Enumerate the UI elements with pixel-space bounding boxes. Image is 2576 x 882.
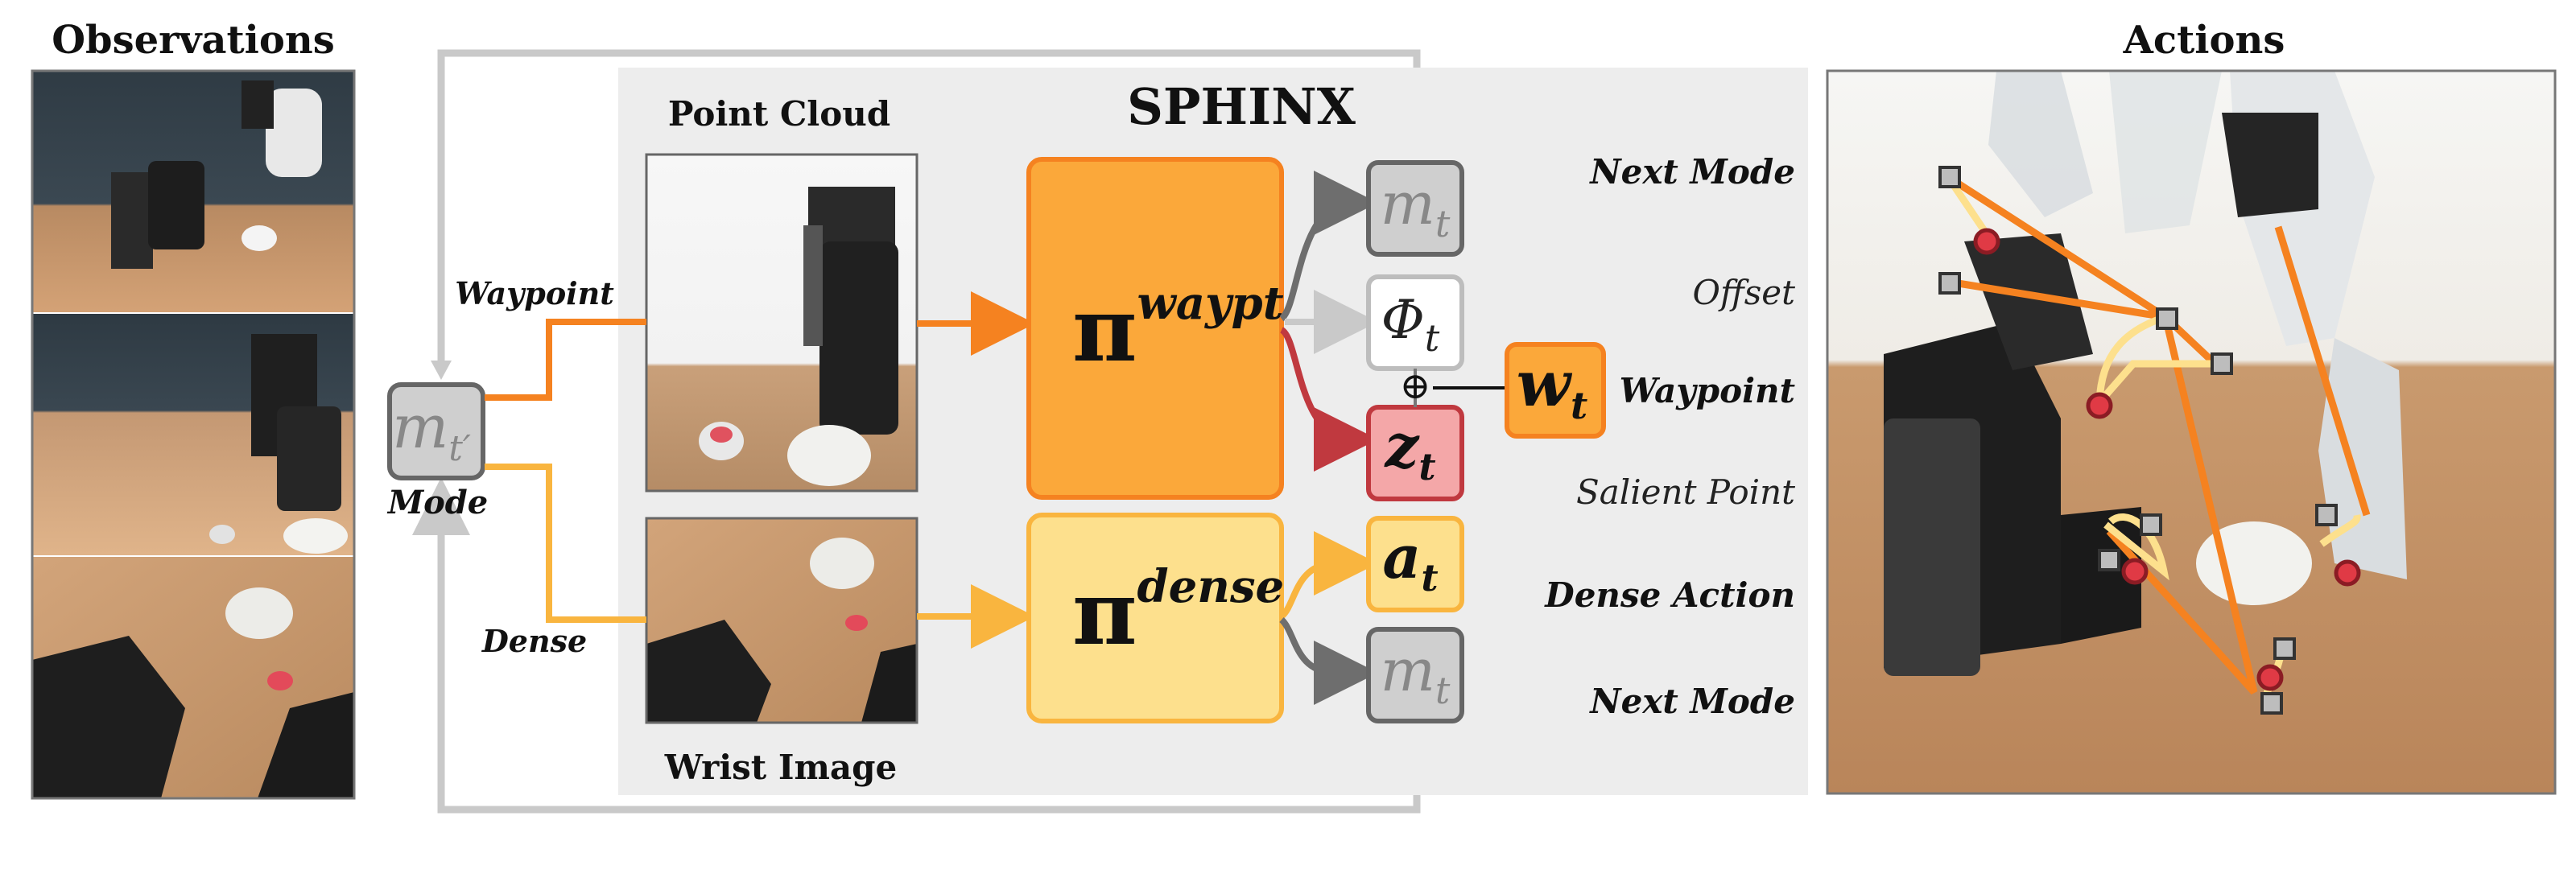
waypoint-policy-superscript: waypt [1137,277,1284,330]
offset-symbol: Φ [1381,289,1425,351]
svg-text:mt′: mt′ [392,393,471,469]
dense-to-action-arrow [1279,531,1378,620]
dense-action-subscript: t [1421,556,1438,600]
waypoint-policy-symbol: π [1072,278,1137,381]
mode-label: Mode [386,484,488,521]
dense-to-mode-arrow [1279,617,1378,705]
salient-point-label: Salient Point [1576,472,1795,512]
next-mode-bottom-subscript: t [1435,669,1451,712]
svg-text:Φt: Φt [1381,289,1440,360]
salient-point-symbol: z [1383,412,1420,481]
svg-text:wt: wt [1517,348,1587,427]
dense-policy-box: πdense [1026,513,1284,723]
actions-image [1826,69,2557,795]
observation-image-3 [32,557,354,798]
dense-policy-superscript: dense [1137,560,1285,613]
waypoint-to-salient-arrow [1279,327,1378,472]
point-cloud-label: Point Cloud [668,94,890,134]
svg-text:mt: mt [1381,170,1451,245]
next-mode-box-bottom: mt [1366,627,1464,723]
waypoint-branch-line [485,319,646,401]
dense-action-label: Dense Action [1544,575,1795,615]
input-mode-symbol: m [392,393,448,462]
observation-image-1 [32,71,354,312]
svg-text:zt: zt [1383,412,1435,488]
next-mode-top-symbol: m [1381,170,1435,237]
waypoint-label: Waypoint [1620,371,1795,410]
waypoint-subscript: t [1571,384,1587,427]
next-mode-box-top: mt [1366,160,1464,257]
observation-image-2 [32,314,354,555]
waypoint-symbol: w [1517,348,1573,421]
dense-action-symbol: a [1382,523,1421,592]
dense-branch-label: Dense [481,623,587,659]
dense-action-box: at [1366,516,1464,612]
svg-text:πwaypt: πwaypt [1072,277,1284,381]
next-mode-bottom-symbol: m [1381,637,1435,704]
next-mode-top-subscript: t [1435,202,1451,245]
plus-symbol: ⊕ [1400,364,1431,407]
offset-box: Φt [1366,274,1464,371]
next-mode-label-top: Next Mode [1588,152,1795,192]
svg-text:πdense: πdense [1072,560,1284,665]
wrist-image [645,517,919,724]
waypoint-to-mode-arrow [1279,171,1378,322]
input-mode-subscript: t′ [448,428,471,469]
loop-arrowhead-top [431,361,452,380]
observation-images [31,69,356,800]
wrist-image-label: Wrist Image [664,748,897,787]
sphinx-title: SPHINX [1127,77,1356,136]
svg-text:at: at [1382,523,1438,600]
offset-subscript: t [1425,316,1440,360]
actions-heading: Actions [2123,18,2285,63]
observations-heading: Observations [52,18,335,63]
offset-label: Offset [1693,273,1796,312]
point-cloud-image [645,153,919,493]
svg-text:mt: mt [1381,637,1451,712]
dense-policy-symbol: π [1072,561,1137,665]
salient-point-box: zt [1366,405,1464,501]
waypoint-policy-box: πwaypt [1026,157,1284,500]
waypoint-output-box: wt [1505,342,1606,439]
dense-branch-line [485,464,646,623]
salient-point-subscript: t [1418,445,1435,488]
waypoint-branch-label: Waypoint [455,275,614,311]
next-mode-label-bottom: Next Mode [1588,682,1795,721]
input-mode-box: mt′ [387,382,485,480]
